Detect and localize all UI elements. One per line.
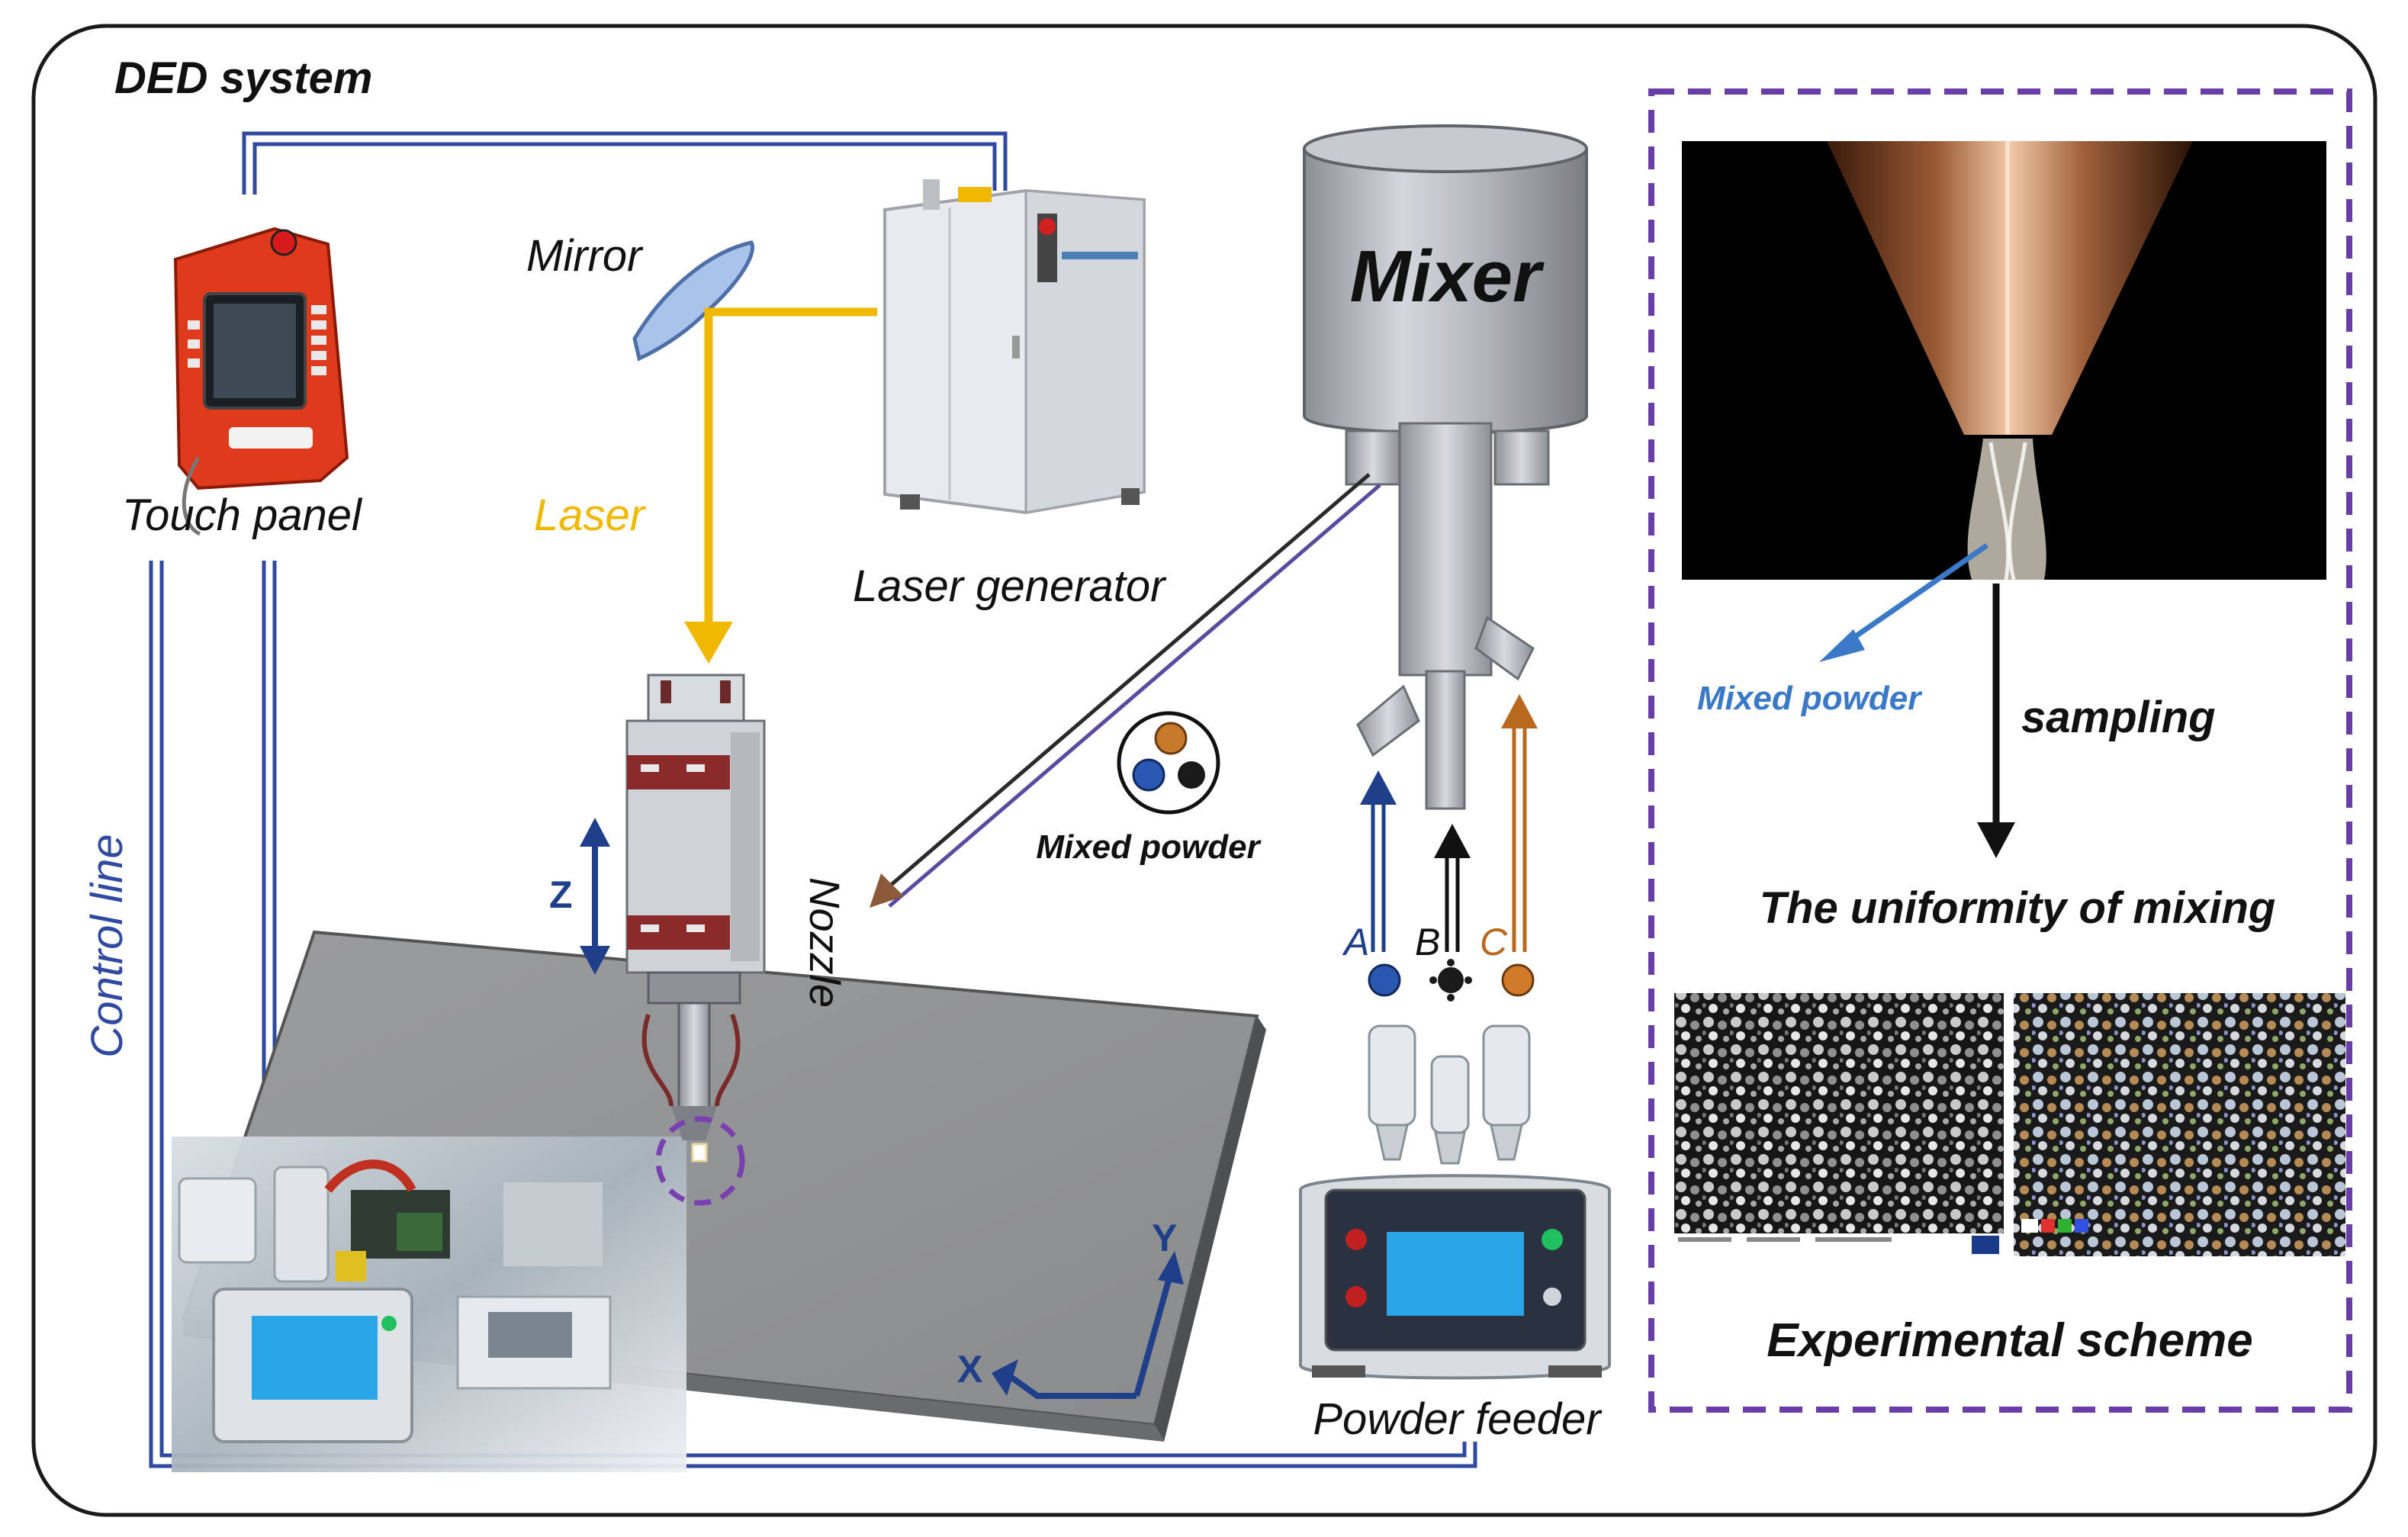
feed-arrow-a-head [1360, 770, 1397, 805]
laser-beam [704, 307, 877, 645]
z-axis-arrow [580, 818, 610, 975]
x-axis-arrowhead [992, 1359, 1018, 1396]
touch-panel-device [173, 227, 349, 536]
powder-feeder-label: Powder feeder [1313, 1394, 1603, 1444]
mixed-powder-pointer [1819, 543, 1988, 662]
feed-a-label: A [1342, 921, 1369, 963]
machine-photo [172, 1137, 686, 1472]
z-axis-label: Z [549, 873, 573, 916]
powder-feeder-device [1299, 1024, 1611, 1380]
diagram-title: DED system [114, 53, 372, 103]
nozzle-spray-photo [1682, 141, 2326, 580]
mixed-powder-label: Mixed powder [1036, 828, 1262, 866]
nozzle-device [625, 674, 766, 1162]
mixed-powder-feed-line [870, 473, 1381, 908]
feed-arrow-b-head [1434, 824, 1471, 858]
mirror-label: Mirror [526, 231, 644, 281]
y-axis-arrowhead [1158, 1251, 1184, 1285]
feed-b-label: B [1415, 921, 1440, 963]
sampling-label: sampling [2021, 693, 2216, 742]
experimental-scheme-panel [1648, 88, 2352, 1413]
feed-arrow-a [1371, 801, 1386, 952]
micrograph-right [2014, 993, 2345, 1256]
laser-arrowhead [684, 622, 733, 664]
mixer-label: Mixer [1350, 236, 1545, 317]
touch-panel-label: Touch panel [122, 490, 363, 540]
micrograph-left [1674, 993, 2004, 1256]
sampling-arrow [1977, 584, 2015, 858]
laser-generator-label: Laser generator [853, 561, 1167, 611]
melt-pool-marker [655, 1116, 745, 1206]
feed-arrow-c [1512, 725, 1527, 952]
mirror-icon [632, 240, 754, 362]
uniformity-label: The uniformity of mixing [1760, 883, 2276, 933]
mixer-device: Mixer [1303, 124, 1588, 810]
powder-c-icon [1501, 963, 1535, 997]
xy-axes [1003, 1271, 1174, 1399]
mixed-powder-icon [1117, 711, 1220, 815]
control-line-wiring [149, 131, 1477, 1468]
laser-label: Laser [534, 490, 647, 540]
feed-c-label: C [1480, 921, 1508, 963]
y-axis-label: Y [1152, 1217, 1177, 1259]
nozzle-label: Nozzle [801, 877, 849, 1008]
control-line-label: Control line [82, 834, 132, 1057]
feed-arrow-b [1445, 854, 1460, 952]
scheme-mixed-powder-label: Mixed powder [1697, 680, 1923, 717]
feed-arrow-c-head [1501, 694, 1538, 728]
experimental-scheme-label: Experimental scheme [1767, 1314, 2253, 1367]
laser-generator-device [883, 179, 1146, 515]
powder-a-icon [1368, 963, 1401, 997]
x-axis-label: X [957, 1348, 982, 1391]
powder-b-icon [1429, 959, 1472, 1002]
